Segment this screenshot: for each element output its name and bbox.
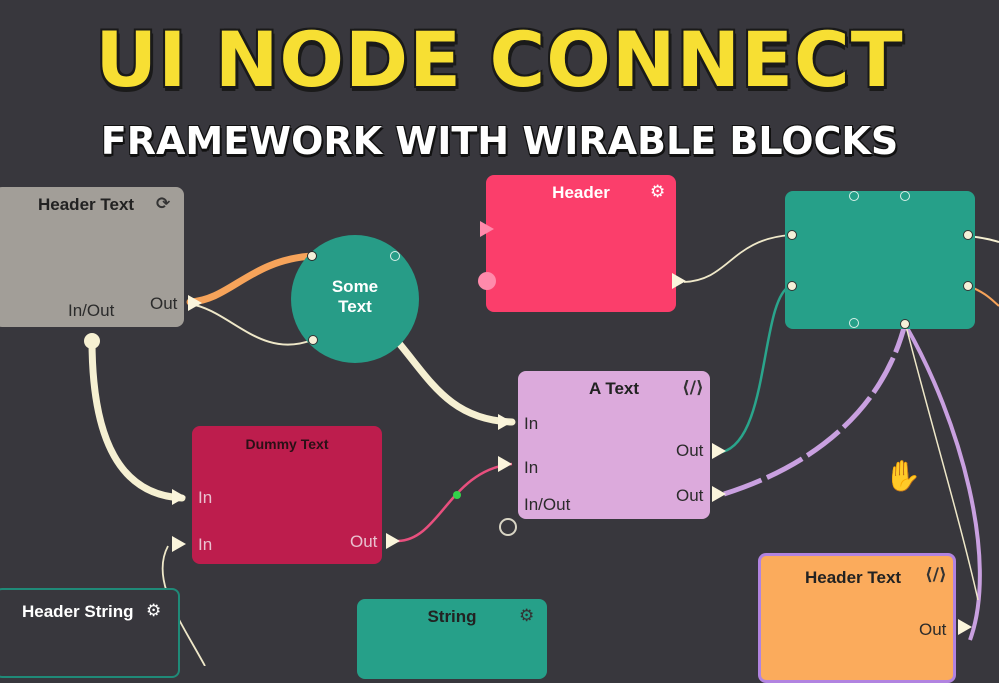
input-port[interactable] <box>849 191 859 201</box>
node-header[interactable]: Header ⚙ <box>478 175 676 312</box>
wire-dummy-to-atext <box>397 462 513 543</box>
node-a-text[interactable]: A Text ⟨/⟩ In In In/Out Out Out <box>518 371 710 519</box>
node-title: Header Text <box>38 195 135 214</box>
wire-teal-to-orange-thin <box>905 325 979 601</box>
node-some-text[interactable]: Some Text <box>291 235 419 363</box>
port-label-out: Out <box>150 294 178 313</box>
output-port[interactable] <box>963 281 973 291</box>
gear-icon[interactable]: ⚙ <box>650 182 666 202</box>
output-port[interactable] <box>712 443 726 459</box>
port-label-out: Out <box>919 620 947 639</box>
hand-cursor-icon: ✋ <box>884 459 922 494</box>
port-label-in: In <box>524 458 539 477</box>
input-port[interactable] <box>172 536 186 552</box>
node-title: Dummy Text <box>245 436 329 452</box>
node-teal-block[interactable] <box>785 191 975 329</box>
node-title: A Text <box>588 379 640 398</box>
wire-pink-to-teal <box>683 234 791 283</box>
node-title: Header <box>552 183 610 202</box>
gear-icon[interactable]: ⚙ <box>519 606 535 626</box>
wire-teal-to-orange <box>904 325 982 641</box>
output-port[interactable] <box>188 295 202 311</box>
node-header-text-orange[interactable]: Header Text ⟨/⟩ Out <box>758 553 956 683</box>
output-port[interactable] <box>849 318 859 328</box>
input-port[interactable] <box>480 221 494 237</box>
node-string[interactable]: String ⚙ <box>357 599 547 679</box>
port-label-out: Out <box>676 441 704 460</box>
output-port[interactable] <box>963 230 973 240</box>
node-dummy-text[interactable]: Dummy Text In In Out <box>192 426 382 564</box>
node-header-string[interactable]: Header String ⚙ <box>0 588 180 678</box>
wire-atext-to-teal <box>721 284 791 454</box>
banner-title: UI NODE CONNECT <box>95 15 904 104</box>
input-port[interactable] <box>308 335 318 345</box>
code-icon[interactable]: ⟨/⟩ <box>682 378 704 398</box>
node-title-line: Some <box>331 277 379 296</box>
input-port[interactable] <box>900 191 910 201</box>
wire-anchor-dot <box>84 333 100 349</box>
node-title: Some Text <box>291 277 419 317</box>
node-title: Header Text <box>805 568 902 587</box>
port-label-inout: In/Out <box>68 301 115 320</box>
refresh-icon[interactable]: ⟳ <box>156 194 171 214</box>
banner-subtitle: FRAMEWORK WITH WIRABLE BLOCKS <box>100 119 899 163</box>
input-port[interactable] <box>787 230 797 240</box>
input-port[interactable] <box>478 272 496 290</box>
node-header-text[interactable]: Header Text ⟳ In/Out Out <box>0 187 184 327</box>
node-title-line: Text <box>338 297 372 316</box>
wire-atext-to-teal-bottom <box>723 323 908 497</box>
output-port[interactable] <box>672 273 686 289</box>
gear-icon[interactable]: ⚙ <box>146 601 162 621</box>
wire-header-to-sometext-thin <box>189 303 313 346</box>
port-label-in: In <box>198 535 213 554</box>
port-label-inout: In/Out <box>524 495 571 514</box>
port-label-out: Out <box>676 486 704 505</box>
output-port[interactable] <box>386 533 400 549</box>
loose-port[interactable] <box>499 518 517 536</box>
wire-header-to-dummy <box>88 336 186 502</box>
input-port[interactable] <box>498 414 512 430</box>
wire-node-dot <box>453 491 461 499</box>
output-port[interactable] <box>958 619 972 635</box>
wire-header-to-sometext <box>186 252 316 306</box>
input-port[interactable] <box>787 281 797 291</box>
port-label-in: In <box>524 414 539 433</box>
output-port[interactable] <box>900 319 910 329</box>
port-label-out: Out <box>350 532 378 551</box>
code-icon[interactable]: ⟨/⟩ <box>925 565 947 585</box>
input-port[interactable] <box>307 251 317 261</box>
wire-sometext-to-atext <box>394 338 516 426</box>
node-title: String <box>427 607 477 626</box>
input-port[interactable] <box>498 456 512 472</box>
input-port[interactable] <box>172 489 186 505</box>
output-port[interactable] <box>712 486 726 502</box>
output-port[interactable] <box>390 251 400 261</box>
node-title: Header String <box>22 602 134 621</box>
port-label-in: In <box>198 488 213 507</box>
